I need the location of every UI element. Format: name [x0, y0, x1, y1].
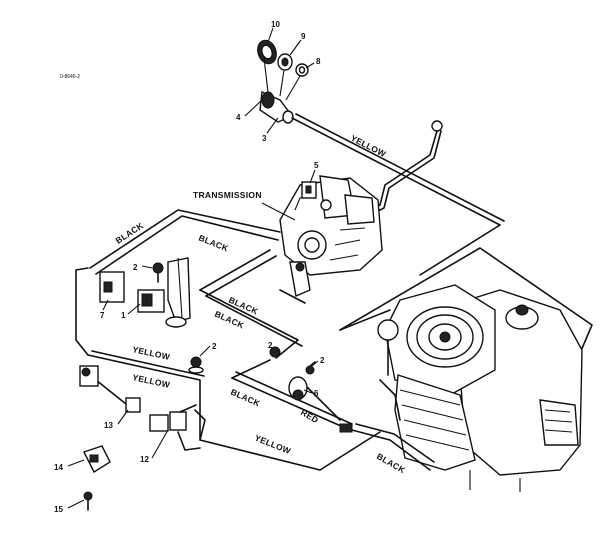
- callout-2-middle: 2: [212, 342, 217, 351]
- screw-15: [83, 491, 93, 511]
- screw-2d: [305, 361, 316, 375]
- callout-7: 7: [100, 311, 105, 320]
- callout-8: 8: [316, 57, 321, 66]
- callout-2-right: 2: [320, 356, 325, 365]
- ignition-switch-assembly: [257, 39, 309, 124]
- wire-label-black-engine: BLACK: [375, 451, 408, 476]
- solenoid-1: [137, 289, 165, 313]
- callout-2-upper: 2: [133, 263, 138, 272]
- callout-2-center: 2: [268, 341, 273, 350]
- red-wire-terminal: [339, 423, 353, 433]
- callout-12: 12: [140, 455, 149, 464]
- fuse-holder: [165, 257, 191, 328]
- relay-7: [99, 271, 125, 303]
- connector-6: [288, 376, 308, 401]
- throttle-lever: [367, 120, 443, 216]
- callout-5: 5: [314, 161, 319, 170]
- callout-15: 15: [54, 505, 63, 514]
- wire-label-black-transmission: BLACK: [227, 295, 260, 317]
- diagram-code: 0-8646-2: [60, 74, 80, 80]
- screw-2a: [152, 262, 164, 283]
- callout-13: 13: [104, 421, 113, 430]
- wire-label-yellow-lower-left: YELLOW: [132, 372, 172, 390]
- screw-2b: [188, 356, 204, 374]
- wire-label-yellow-left: YELLOW: [132, 344, 172, 362]
- callout-14: 14: [54, 463, 63, 472]
- callout-10: 10: [271, 20, 280, 29]
- wire-label-black-mid: BLACK: [197, 233, 230, 254]
- leader-lines: [67, 27, 319, 509]
- switch-14: [83, 445, 111, 474]
- wire-label-red: RED: [299, 407, 320, 425]
- callout-9: 9: [301, 32, 306, 41]
- plug-13: [79, 365, 141, 413]
- wire-label-black-lower: BLACK: [213, 309, 246, 331]
- yellow-wires: [75, 113, 505, 471]
- screw-2c: [269, 346, 281, 358]
- transmission-unit: [279, 175, 383, 304]
- callout-4: 4: [236, 113, 241, 122]
- callout-1: 1: [121, 311, 126, 320]
- engine: [339, 247, 593, 492]
- transmission-label: TRANSMISSION: [193, 190, 262, 200]
- callout-3: 3: [262, 134, 267, 143]
- wire-label-yellow-top: YELLOW: [349, 133, 388, 160]
- callout-6: 6: [314, 389, 319, 398]
- wire-label-yellow-bottom: YELLOW: [253, 433, 293, 457]
- connector-12: [149, 404, 201, 451]
